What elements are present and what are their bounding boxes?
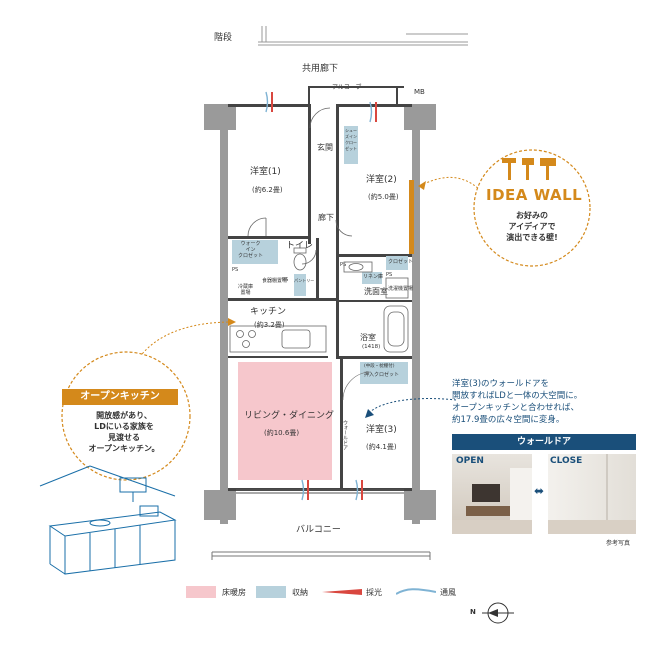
bath-name: 浴室 [360, 333, 376, 342]
wall-door-note-line-1: 洋室(3)のウォールドアを [452, 379, 550, 389]
tools-icon [502, 158, 556, 180]
idea-wall-line-1: お好みの [516, 211, 548, 220]
western-room-2-name: 洋室(2) [366, 175, 397, 185]
wall-toilet-right [316, 238, 319, 298]
wall-w3-left [340, 356, 343, 490]
wall-alcove-top [308, 86, 404, 88]
hallway-label: 廊下 [318, 213, 334, 222]
wall-door-note-line-2: 開放すればLDと一体の大空間に。 [452, 391, 583, 401]
open-kitchen-line-3: 見渡せる [108, 433, 140, 442]
oshiire-label: 押入クロゼット [364, 372, 400, 378]
wall-left [220, 104, 228, 524]
idea-wall-line-2: アイディアで [508, 222, 556, 231]
linen-label: リネン庫 [363, 274, 384, 280]
legend-storage-swatch [256, 586, 286, 598]
wall-mb [396, 86, 398, 104]
walk-in-closet [232, 240, 278, 264]
shoes-closet [344, 126, 358, 164]
compass-north-label: N [470, 608, 476, 616]
closet-w2 [386, 256, 408, 270]
wall-kitchen-bottom [228, 356, 328, 358]
legend-heated-label: 床暖房 [222, 588, 246, 597]
wall-door-open-photo [452, 454, 532, 534]
ps-label-1: PS [232, 267, 239, 273]
idea-wall-circle [473, 149, 591, 267]
balcony-label: バルコニー [296, 525, 341, 535]
photo-note: 参考写真 [606, 540, 631, 547]
living-dining-name: リビング・ダイニング [244, 411, 335, 421]
wall-door-plan-label: ウォールドア [342, 420, 348, 450]
legend-heated-swatch [186, 586, 216, 598]
open-kitchen-circle [61, 351, 191, 481]
open-kitchen-badge: オープンキッチン [62, 389, 178, 405]
wall-bath-left [336, 256, 339, 356]
wall-door-header: ウォールドア [452, 434, 636, 450]
ps-label-4: PS [386, 272, 393, 278]
corridor-label: 共用廊下 [302, 64, 339, 74]
wall-w2-left [336, 104, 339, 256]
legend-wind-label: 通風 [440, 588, 456, 597]
wic-label: ウォーク イン クロゼット [238, 241, 264, 259]
oshiire-top-label: (中段・枕棚付) [364, 364, 395, 369]
kitchen-size: (約3.2畳) [254, 321, 285, 329]
legend-wind-icon [396, 588, 436, 595]
compass-icon [482, 602, 514, 624]
ps-label-2: PS [282, 277, 289, 283]
floor-heating-area [238, 362, 332, 480]
entrance-label: 玄関 [317, 143, 333, 152]
idea-wall-line-3: 演出できる壁! [506, 233, 558, 242]
wall-right-column-bottom [404, 490, 436, 520]
western-room-3-size: (約4.1畳) [366, 443, 397, 451]
close-label: CLOSE [550, 456, 583, 466]
legend-storage-label: 収納 [292, 588, 308, 597]
western-room-1-size: (約6.2畳) [252, 186, 283, 194]
legend-light-label: 採光 [366, 588, 382, 597]
wall-door-closed-photo [548, 454, 636, 534]
idea-wall-accent [409, 180, 414, 254]
western-room-1-name: 洋室(1) [250, 167, 281, 177]
closet-label: クロゼット [388, 259, 414, 265]
open-kitchen-line-2: LDにいる家族を [94, 422, 154, 431]
dish-storage-label: 食器棚置場 [262, 278, 288, 284]
stairs-label: 階段 [214, 33, 233, 43]
open-kitchen-line-4: オープンキッチン。 [88, 444, 160, 453]
wall-wash-bottom [336, 300, 412, 302]
wall-door-note-line-4: 約17.9畳の広々空間に変身。 [452, 415, 565, 425]
legend-light-icon [322, 589, 362, 595]
pantry [294, 274, 306, 296]
wall-w2-bottom [336, 254, 412, 257]
swap-arrow-icon: ⬌ [534, 484, 545, 498]
wall-w1-bottom [228, 236, 310, 239]
wall-top-right [336, 104, 412, 107]
oshiire-closet [360, 362, 408, 384]
pantry-label: パントリー [294, 278, 315, 283]
shoes-closet-label: シューズインクローゼット [345, 128, 357, 151]
wall-door-note-line-3: オープンキッチンと合わせれば、 [452, 403, 579, 413]
western-room-3-name: 洋室(3) [366, 425, 397, 435]
open-label: OPEN [456, 456, 484, 466]
wall-w1-right [308, 104, 311, 244]
wall-kitchen-top [228, 298, 336, 301]
wall-right-column-top [404, 104, 436, 130]
fridge-label: 冷蔵庫 置場 [238, 284, 254, 296]
toilet-label: トイレ [286, 241, 314, 251]
wall-left-column-bottom [204, 490, 236, 520]
kitchen-illustration [39, 465, 177, 575]
laundry-label: 洗濯機置場 [388, 286, 414, 292]
mb-label: MB [414, 88, 425, 96]
washroom-label: 洗面室 [364, 287, 388, 296]
open-kitchen-line-1: 開放感があり、 [96, 411, 152, 420]
western-room-2-size: (約5.0畳) [368, 193, 399, 201]
living-dining-size: (約10.6畳) [264, 429, 300, 437]
wall-bath-bottom [336, 356, 412, 359]
ps-label-3: PS [340, 262, 347, 268]
bath-size: (1418) [362, 344, 381, 350]
linen-cabinet [362, 272, 382, 284]
kitchen-name: キッチン [250, 307, 287, 317]
wall-right [412, 104, 420, 524]
idea-wall-title: IDEA WALL [486, 186, 583, 204]
stairs-drawing [258, 26, 468, 46]
